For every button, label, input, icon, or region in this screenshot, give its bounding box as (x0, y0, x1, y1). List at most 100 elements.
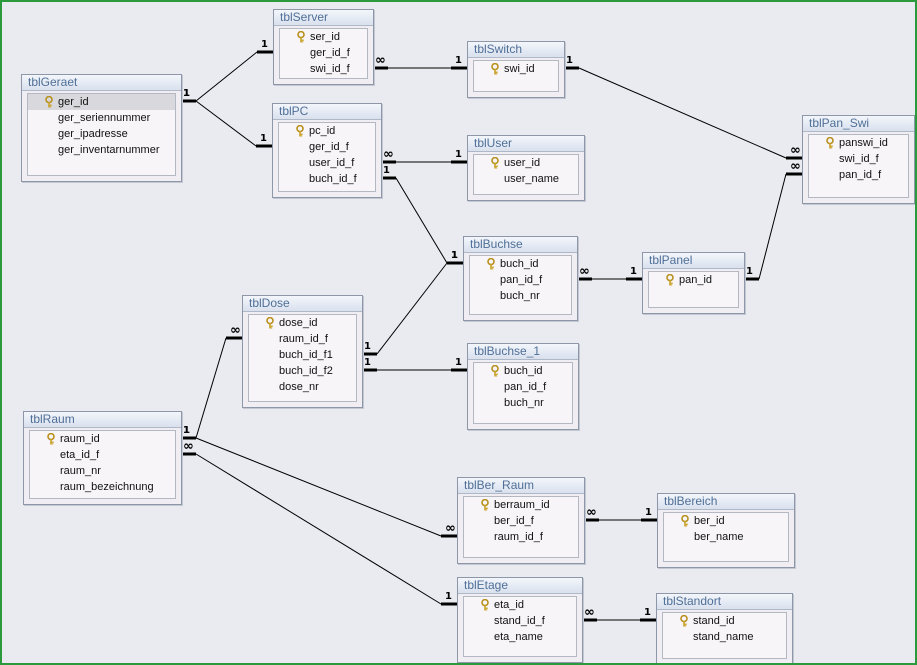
primary-key-field[interactable]: ber_id (664, 513, 788, 529)
field-row[interactable]: stand_name (663, 629, 786, 645)
field-row[interactable]: swi_id_f (809, 151, 908, 167)
field-name: ber_id_f (494, 515, 534, 527)
primary-key-field[interactable]: swi_id (474, 61, 558, 77)
primary-key-field[interactable]: pc_id (279, 123, 375, 139)
primary-key-field[interactable]: eta_id (464, 597, 576, 613)
cardinality-one-label: 1 (644, 607, 651, 618)
cardinality-one-label: 1 (445, 591, 452, 602)
field-row[interactable]: raum_bezeichnung (30, 479, 175, 495)
field-row[interactable]: ger_ipadresse (28, 126, 175, 142)
table-title[interactable]: tblSwitch (468, 42, 564, 58)
primary-key-field[interactable]: stand_id (663, 613, 786, 629)
field-row[interactable]: user_id_f (279, 155, 375, 171)
table-title[interactable]: tblPC (273, 104, 381, 120)
table-title[interactable]: tblBuchse_1 (468, 344, 578, 360)
table-tblpanel[interactable]: tblPanel pan_id (642, 252, 745, 314)
field-row[interactable]: raum_id_f (464, 529, 578, 545)
table-title[interactable]: tblUser (468, 136, 584, 152)
field-row[interactable]: buch_nr (470, 288, 571, 304)
field-row[interactable]: buch_id_f1 (249, 347, 356, 363)
primary-key-field[interactable]: ser_id (280, 29, 367, 45)
field-list[interactable]: panswi_id swi_id_f pan_id_f (808, 134, 909, 198)
field-list[interactable]: berraum_id ber_id_f raum_id_f (463, 496, 579, 558)
cardinality-many-label: ∞ (383, 147, 394, 162)
table-tblber-raum[interactable]: tblBer_Raum berraum_id ber_id_f raum_id_f (457, 477, 585, 564)
field-name: pan_id_f (500, 274, 543, 286)
primary-key-field[interactable]: panswi_id (809, 135, 908, 151)
table-title[interactable]: tblRaum (24, 412, 181, 428)
field-row[interactable]: ber_name (664, 529, 788, 545)
primary-key-field[interactable]: dose_id (249, 315, 356, 331)
table-title[interactable]: tblServer (274, 10, 373, 26)
table-title[interactable]: tblPanel (643, 253, 744, 269)
primary-key-field[interactable]: buch_id (470, 256, 571, 272)
field-row[interactable]: pan_id_f (470, 272, 571, 288)
primary-key-field[interactable]: user_id (474, 155, 578, 171)
table-tblbuchse[interactable]: tblBuchse buch_id pan_id_f buch_nr (463, 236, 578, 321)
field-list[interactable]: pan_id (648, 271, 739, 308)
field-row[interactable]: ber_id_f (464, 513, 578, 529)
field-row[interactable]: dose_nr (249, 379, 356, 395)
cardinality-one-label: 1 (183, 88, 190, 99)
table-tblpan-swi[interactable]: tblPan_Swi panswi_id swi_id_f pan_id_f (802, 115, 915, 204)
table-tblswitch[interactable]: tblSwitch swi_id (467, 41, 565, 98)
field-row[interactable]: stand_id_f (464, 613, 576, 629)
field-row[interactable]: ger_id_f (280, 45, 367, 61)
table-title[interactable]: tblPan_Swi (803, 116, 914, 132)
field-name: stand_id (693, 615, 735, 627)
key-icon (680, 514, 690, 527)
primary-key-field[interactable]: berraum_id (464, 497, 578, 513)
field-name: swi_id_f (839, 153, 879, 165)
field-row[interactable]: swi_id_f (280, 61, 367, 77)
field-row[interactable]: eta_id_f (30, 447, 175, 463)
primary-key-field[interactable]: raum_id (30, 431, 175, 447)
field-row[interactable]: raum_id_f (249, 331, 356, 347)
field-row[interactable]: buch_nr (474, 395, 572, 411)
field-list[interactable]: buch_id pan_id_f buch_nr (469, 255, 572, 315)
field-row[interactable]: buch_id_f (279, 171, 375, 187)
key-icon (490, 156, 500, 169)
primary-key-field[interactable]: ger_id (28, 94, 175, 110)
table-title[interactable]: tblStandort (657, 594, 792, 610)
field-list[interactable]: swi_id (473, 60, 559, 92)
field-row[interactable]: ger_id_f (279, 139, 375, 155)
table-tblstandort[interactable]: tblStandort stand_id stand_name (656, 593, 793, 663)
field-row[interactable]: user_name (474, 171, 578, 187)
field-row[interactable]: pan_id_f (809, 167, 908, 183)
field-row[interactable]: ger_seriennummer (28, 110, 175, 126)
field-row[interactable]: raum_nr (30, 463, 175, 479)
field-row[interactable]: buch_id_f2 (249, 363, 356, 379)
table-title[interactable]: tblEtage (458, 578, 582, 594)
table-title[interactable]: tblBuchse (464, 237, 577, 253)
field-row[interactable]: ger_inventarnummer (28, 142, 175, 158)
table-title[interactable]: tblBer_Raum (458, 478, 584, 494)
table-title[interactable]: tblBereich (658, 494, 794, 510)
table-title[interactable]: tblDose (243, 296, 362, 312)
field-row[interactable]: pan_id_f (474, 379, 572, 395)
primary-key-field[interactable]: buch_id (474, 363, 572, 379)
table-title[interactable]: tblGeraet (22, 75, 181, 91)
field-row[interactable]: eta_name (464, 629, 576, 645)
field-list[interactable]: stand_id stand_name (662, 612, 787, 659)
field-name: raum_id_f (279, 333, 328, 345)
primary-key-field[interactable]: pan_id (649, 272, 738, 288)
field-name: buch_id_f (309, 173, 357, 185)
